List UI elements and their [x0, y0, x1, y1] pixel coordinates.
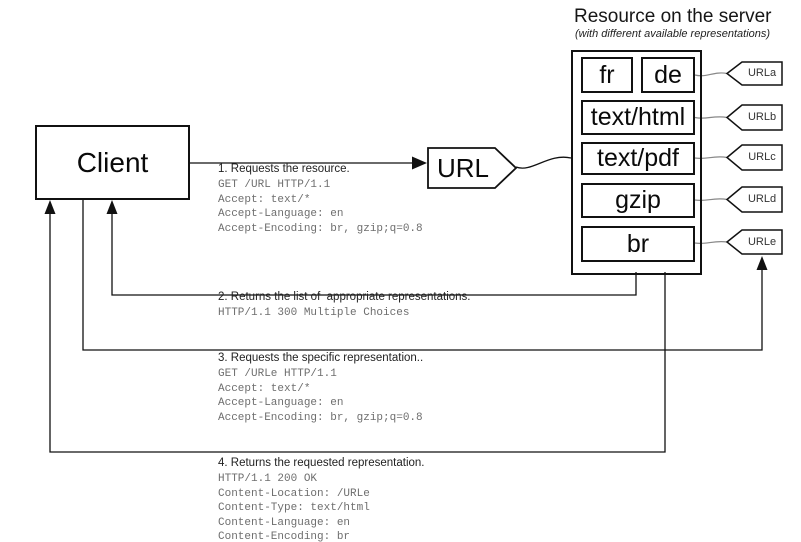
- url-tag-label-d: URLd: [747, 193, 777, 205]
- message-3: 3. Requests the specific representation.…: [218, 352, 423, 425]
- connector-urlc: [694, 156, 728, 160]
- message-3-line: Accept-Language: en: [218, 397, 344, 409]
- server-box: [571, 50, 702, 275]
- url-tag-label-e: URLe: [747, 236, 777, 248]
- request-3-line: [82, 200, 763, 351]
- response-4-line: [49, 212, 666, 453]
- url-tag-label-c: URLc: [748, 151, 776, 163]
- message-3-line: GET /URLe HTTP/1.1: [218, 368, 337, 380]
- message-4: 4. Returns the requested representation.…: [218, 457, 425, 542]
- message-1-line: Accept: text/*: [218, 193, 311, 206]
- message-1-line: Accept-Encoding: br, gzip;q=0.8: [218, 222, 423, 235]
- representation-label: gzip: [615, 186, 661, 214]
- representation-box-de: de: [641, 57, 695, 93]
- representation-box-text-html: text/html: [581, 100, 695, 135]
- connector-urla: [694, 72, 728, 77]
- url-tag-b: [725, 104, 783, 131]
- url-to-server-wire: [515, 156, 572, 169]
- request-1-arrowhead: [412, 156, 427, 170]
- connector-urld: [694, 198, 728, 202]
- representation-box-gzip: gzip: [581, 183, 695, 218]
- url-tag-c: [725, 144, 783, 171]
- representation-box-fr: fr: [581, 57, 633, 93]
- representation-label: br: [626, 229, 650, 258]
- message-4-line: Content-Location: /URLe: [218, 487, 370, 500]
- representation-label: fr: [599, 60, 615, 89]
- message-3-label: 3. Requests the specific representation.…: [218, 352, 424, 364]
- representation-box-br: br: [581, 226, 695, 262]
- message-1-label: 1. Requests the resource.: [218, 163, 350, 175]
- server-subtitle: (with different available representation…: [575, 28, 771, 40]
- connector-urle: [694, 240, 728, 245]
- url-tag-a: [725, 61, 783, 86]
- message-2-line: HTTP/1.1 300 Multiple Choices: [218, 307, 410, 319]
- representation-label: de: [654, 60, 682, 89]
- response-2-arrowhead: [106, 200, 118, 214]
- representation-label: text/html: [590, 103, 686, 131]
- message-3-line: Accept-Encoding: br, gzip;q=0.8: [218, 411, 423, 424]
- url-pentagon: [427, 147, 518, 189]
- response-2-line: [111, 212, 637, 296]
- client-box: Client: [35, 125, 190, 200]
- message-2-label: 2. Returns the list of appropriate repre…: [218, 291, 471, 303]
- message-2: 2. Returns the list of appropriate repre…: [218, 291, 471, 321]
- representation-label: text/pdf: [597, 144, 679, 172]
- message-1-line: Accept-Language: en: [218, 208, 344, 220]
- representation-box-text-pdf: text/pdf: [581, 142, 695, 175]
- message-4-label: 4. Returns the requested representation.: [218, 457, 425, 469]
- url-tag-label-b: URLb: [747, 111, 777, 123]
- message-1: 1. Requests the resource. GET /URL HTTP/…: [218, 163, 423, 236]
- response-4-arrowhead: [44, 200, 56, 214]
- url-node-label: URL: [436, 152, 489, 183]
- message-4-line: HTTP/1.1 200 OK: [218, 473, 318, 485]
- message-3-line: Accept: text/*: [218, 382, 311, 395]
- request-3-arrowhead: [756, 256, 768, 270]
- message-1-line: GET /URL HTTP/1.1: [218, 179, 331, 191]
- url-tag-label-a: URLa: [747, 67, 777, 79]
- server-title: Resource on the server: [574, 6, 772, 27]
- url-tag-d: [725, 186, 783, 213]
- message-4-line: Content-Encoding: br: [218, 531, 351, 542]
- client-label: Client: [76, 146, 149, 178]
- message-4-line: Content-Language: en: [218, 516, 351, 529]
- url-tag-e: [725, 229, 783, 255]
- message-4-line: Content-Type: text/html: [218, 502, 370, 514]
- connector-urlb: [694, 116, 728, 119]
